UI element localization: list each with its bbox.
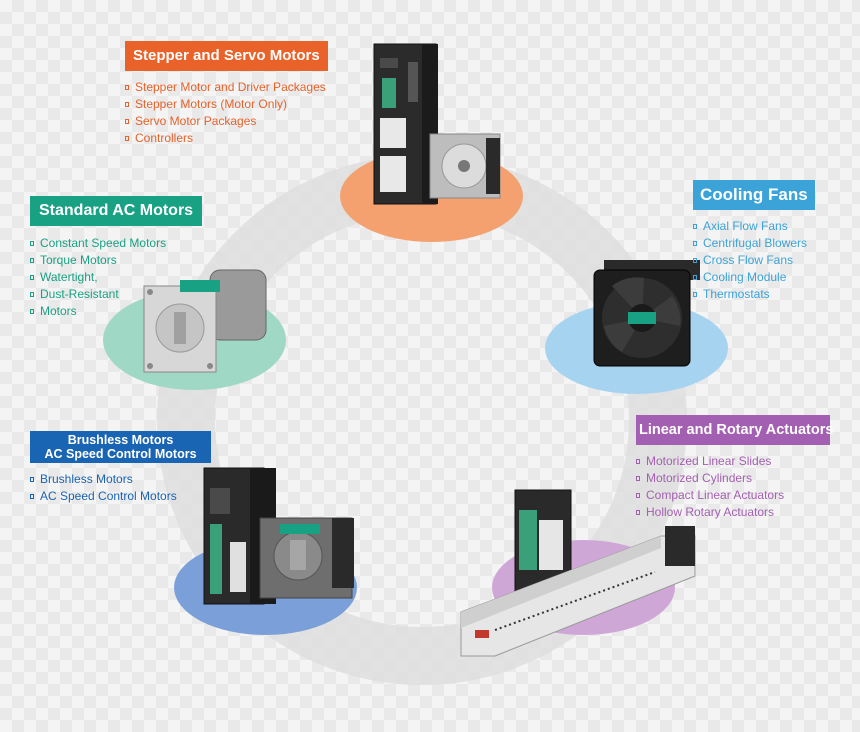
list-item[interactable]: Watertight, [30, 269, 166, 286]
brushless-list: Brushless Motors AC Speed Control Motors [30, 471, 177, 505]
list-item[interactable]: Motorized Cylinders [636, 470, 784, 487]
list-item[interactable]: AC Speed Control Motors [30, 488, 177, 505]
list-item[interactable]: Hollow Rotary Actuators [636, 504, 784, 521]
brushless-title-line2: AC Speed Control Motors [44, 447, 197, 461]
list-item[interactable]: Brushless Motors [30, 471, 177, 488]
list-item[interactable]: Thermostats [693, 286, 807, 303]
list-item[interactable]: Torque Motors [30, 252, 166, 269]
list-item[interactable]: Motors [30, 303, 166, 320]
list-item[interactable]: Constant Speed Motors [30, 235, 166, 252]
brushless-title-line1: Brushless Motors [67, 433, 174, 447]
ac-title[interactable]: Standard AC Motors [30, 196, 203, 226]
brushless-illustration [203, 467, 354, 605]
list-item[interactable]: Dust-Resistant [30, 286, 166, 303]
fans-title[interactable]: Cooling Fans [693, 180, 815, 210]
brushless-title[interactable]: Brushless Motors AC Speed Control Motors [30, 431, 211, 463]
stepper-list: Stepper Motor and Driver Packages Steppe… [125, 79, 326, 147]
stepper-servo-illustration [373, 43, 501, 205]
fans-list: Axial Flow Fans Centrifugal Blowers Cros… [693, 218, 807, 303]
stepper-title[interactable]: Stepper and Servo Motors [125, 41, 328, 71]
actuator-illustration [460, 489, 696, 657]
ac-motor-illustration [143, 269, 267, 373]
list-item[interactable]: Centrifugal Blowers [693, 235, 807, 252]
actuators-list: Motorized Linear Slides Motorized Cylind… [636, 453, 784, 521]
list-item[interactable]: Controllers [125, 130, 326, 147]
list-item[interactable]: Stepper Motors (Motor Only) [125, 96, 326, 113]
ac-list: Constant Speed Motors Torque Motors Wate… [30, 235, 166, 320]
cooling-fan-illustration [593, 260, 700, 367]
list-item[interactable]: Stepper Motor and Driver Packages [125, 79, 326, 96]
list-item[interactable]: Cross Flow Fans [693, 252, 807, 269]
list-item[interactable]: Axial Flow Fans [693, 218, 807, 235]
list-item[interactable]: Cooling Module [693, 269, 807, 286]
list-item[interactable]: Motorized Linear Slides [636, 453, 784, 470]
actuators-title[interactable]: Linear and Rotary Actuators [636, 415, 833, 445]
list-item[interactable]: Servo Motor Packages [125, 113, 326, 130]
list-item[interactable]: Compact Linear Actuators [636, 487, 784, 504]
